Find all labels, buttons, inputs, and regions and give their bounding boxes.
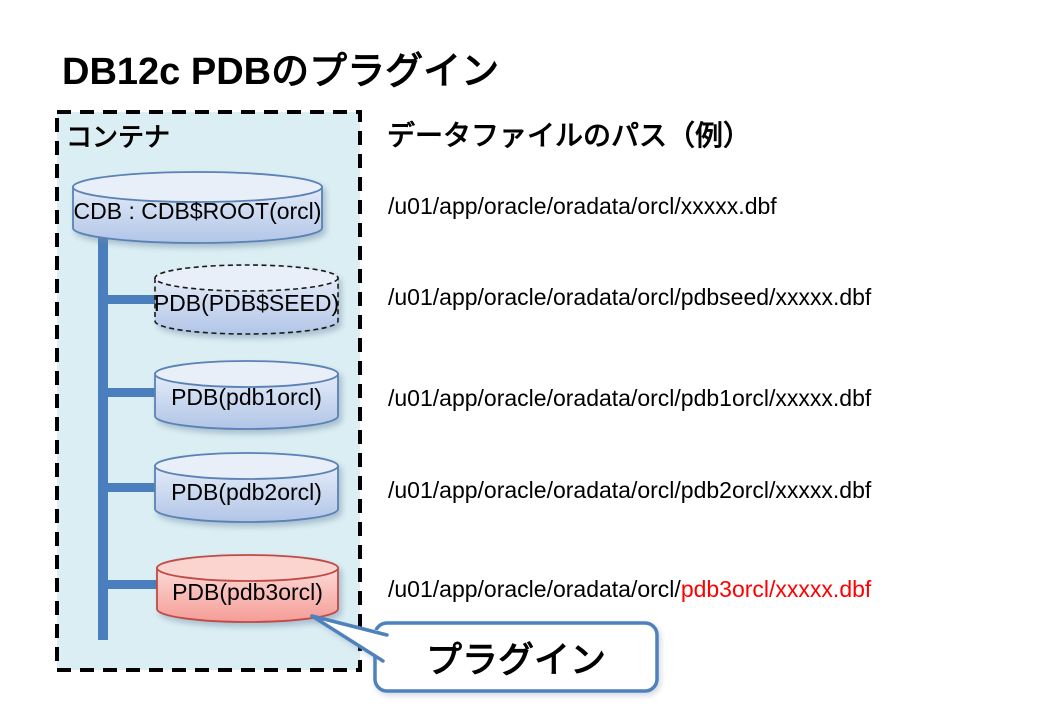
path-row-pdb3-prefix: /u01/app/oracle/oradata/orcl/	[388, 576, 681, 602]
cylinder-pdb3-label: PDB(pdb3orcl)	[172, 579, 323, 605]
cylinder-cdb: CDB : CDB$ROOT(orcl)	[72, 171, 323, 244]
cylinder-pdb2: PDB(pdb2orcl)	[154, 452, 339, 523]
tree-branch-pdb1	[100, 388, 160, 397]
cylinder-pdb1-label: PDB(pdb1orcl)	[171, 384, 322, 410]
path-row-cdb: /u01/app/oracle/oradata/orcl/xxxxx.dbf	[388, 193, 777, 219]
cylinder-cdb-label: CDB : CDB$ROOT(orcl)	[74, 198, 322, 224]
page-title: DB12c PDBのプラグイン	[62, 51, 500, 93]
cylinder-pdb3: PDB(pdb3orcl)	[156, 554, 339, 623]
tree-branch-pdb2	[100, 483, 160, 492]
path-row-pdbseed: /u01/app/oracle/oradata/orcl/pdbseed/xxx…	[388, 284, 872, 310]
path-row-pdb3-highlight: pdb3orcl/xxxxx.dbf	[680, 576, 872, 602]
path-row-pdb1: /u01/app/oracle/oradata/orcl/pdb1orcl/xx…	[388, 385, 872, 411]
paths-heading: データファイルのパス（例）	[387, 120, 752, 151]
cylinder-pdb1: PDB(pdb1orcl)	[154, 360, 339, 430]
tree-branch-pdb3	[100, 580, 160, 589]
callout-plugin	[310, 614, 659, 693]
path-row-pdb3: /u01/app/oracle/oradata/orcl/pdb3orcl/xx…	[388, 576, 871, 603]
container-label: コンテナ	[66, 122, 171, 152]
callout-label: プラグイン	[425, 639, 606, 680]
cylinder-pdbseed-label: PDB(PDB$SEED)	[154, 290, 339, 316]
path-row-pdb2: /u01/app/oracle/oradata/orcl/pdb2orcl/xx…	[388, 477, 872, 503]
tree-trunk-line	[98, 228, 108, 640]
tree-branch-pdbseed	[100, 295, 160, 304]
cylinder-pdbseed: PDB(PDB$SEED)	[154, 264, 339, 335]
tree-connectors	[98, 228, 160, 640]
cylinder-pdb2-label: PDB(pdb2orcl)	[171, 479, 322, 505]
